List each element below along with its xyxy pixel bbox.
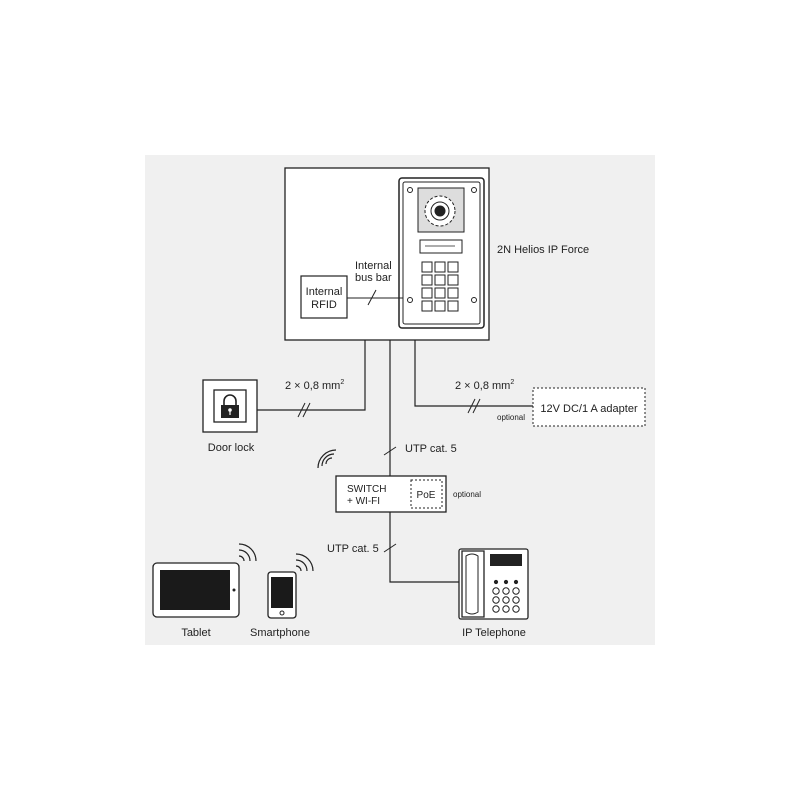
keypad-key: [434, 274, 446, 286]
power-slash-1: [467, 398, 476, 414]
keypad-key: [447, 300, 459, 312]
smartphone-label: Smartphone: [250, 627, 310, 639]
display-icon: [419, 239, 463, 254]
keypad-key: [434, 300, 446, 312]
power-cable-sup: 2: [510, 379, 514, 386]
keypad-key: [447, 287, 459, 299]
rfid-box: [300, 275, 348, 319]
power-cable: [414, 340, 533, 407]
keypad-icon: [421, 261, 459, 312]
power-cable-label: 2 × 0,8 mm2: [455, 379, 514, 392]
tablet-icon: [152, 562, 240, 618]
adapter-box: [532, 387, 646, 427]
door-lock-cable: [257, 340, 366, 411]
device-name-label: 2N Helios IP Force: [497, 244, 589, 256]
downlink-label: UTP cat. 5: [327, 543, 379, 555]
rfid-label-line2: RFID: [311, 299, 337, 311]
door-lock-icon: [202, 379, 258, 433]
keypad-key: [447, 261, 459, 273]
camera-icon: [417, 187, 465, 233]
keypad-key: [421, 300, 433, 312]
intercom-unit: [398, 177, 485, 329]
phone-key: [492, 587, 500, 595]
power-slash-2: [472, 398, 481, 414]
adapter-label: 12V DC/1 A adapter: [540, 403, 638, 415]
keypad-key: [421, 274, 433, 286]
uplink-label: UTP cat. 5: [405, 443, 457, 455]
keypad-key: [447, 274, 459, 286]
phone-key: [512, 596, 520, 604]
door-lock-cable-sup: 2: [340, 379, 344, 386]
bus-label-line2: bus bar: [355, 272, 392, 284]
keypad-key: [421, 261, 433, 273]
phone-key: [513, 579, 519, 585]
phone-key: [492, 596, 500, 604]
wifi-icon: [317, 449, 337, 469]
bus-slash-mark: [367, 289, 377, 306]
ip-telephone-label: IP Telephone: [462, 627, 526, 639]
door-lock-cable-label: 2 × 0,8 mm2: [285, 379, 344, 392]
phone-key: [502, 587, 510, 595]
smartphone-icon: [267, 571, 297, 619]
switch-label-line1: SWITCH: [347, 484, 386, 495]
rfid-label-line1: Internal: [306, 286, 343, 298]
keypad-key: [434, 261, 446, 273]
power-optional-label: optional: [497, 413, 525, 422]
door-lock-slash-2: [302, 402, 311, 418]
poe-label: PoE: [417, 490, 436, 501]
phone-key: [493, 579, 499, 585]
phone-key: [502, 605, 510, 613]
bus-label-line1: Internal: [355, 260, 392, 272]
smartphone-wifi-icon: [295, 553, 314, 572]
keypad-key: [421, 287, 433, 299]
tablet-label: Tablet: [181, 627, 210, 639]
phone-key: [502, 596, 510, 604]
tablet-wifi-icon: [238, 543, 257, 562]
phone-key: [512, 605, 520, 613]
switch-label-line2: + WI-FI: [347, 496, 380, 507]
door-lock-label: Door lock: [208, 442, 255, 454]
phone-key: [503, 579, 509, 585]
phone-key: [512, 587, 520, 595]
poe-box: [410, 479, 443, 509]
ip-telephone-icon: [458, 548, 529, 620]
uplink-slash: [383, 446, 397, 456]
keypad-key: [434, 287, 446, 299]
downlink-slash: [383, 543, 397, 553]
downlink-cable: [389, 512, 460, 583]
door-lock-slash-1: [297, 402, 306, 418]
phone-keypad-icon: [492, 579, 520, 613]
phone-key: [492, 605, 500, 613]
switch-optional-label: optional: [453, 490, 481, 499]
